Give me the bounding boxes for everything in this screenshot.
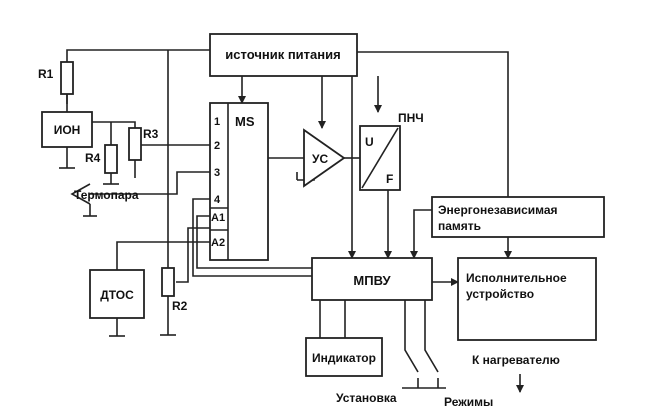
ms-pin-4: 4: [214, 194, 221, 206]
r2-potentiometer: R2: [161, 267, 188, 313]
mpvu-to-indicator: [319, 300, 346, 338]
pin4-loop-wire: [192, 198, 312, 277]
setup-switch: [404, 300, 419, 388]
modes-label: Режимы: [444, 395, 493, 409]
memory-label-line2: память: [438, 219, 481, 233]
r2-label: R2: [172, 299, 188, 313]
mode-switch: [424, 300, 439, 388]
r3-potentiometer: R3: [128, 127, 159, 161]
pnch-label: ПНЧ: [398, 111, 424, 125]
r3-label: R3: [143, 127, 159, 141]
actuator-label-line1: Исполнительное: [466, 271, 567, 285]
ion-label: ИОН: [54, 123, 81, 137]
thermocouple-label: Термопара: [74, 188, 139, 202]
ion-block: ИОН: [41, 111, 93, 148]
power-to-actuator: [357, 51, 512, 259]
memory-label-line1: Энергонезависимая: [438, 203, 558, 217]
a2-dtos-wire: [116, 241, 210, 270]
wires: [59, 49, 524, 393]
pnch-f-label: F: [386, 172, 393, 186]
mpvu-block: МПВУ: [311, 257, 433, 301]
amplifier-label: УС: [312, 152, 328, 166]
indicator-label: Индикатор: [312, 351, 376, 365]
dtos-label: ДТОС: [100, 288, 134, 302]
amplifier-block: УС: [303, 128, 346, 188]
setup-label: Установка: [336, 391, 397, 405]
r1-label: R1: [38, 67, 54, 81]
ms-block: MS 1 2 3 4 A1 A2: [209, 102, 269, 261]
indicator-block: Индикатор: [305, 337, 383, 377]
memory-to-mpvu: [410, 209, 432, 259]
power-source-label: источник питания: [225, 47, 340, 62]
pnch-u-label: U: [365, 135, 374, 149]
mpvu-label: МПВУ: [353, 273, 391, 288]
ms-pin-a2: A2: [211, 237, 225, 249]
thermocouple-wire: [90, 171, 210, 195]
ms-pin-1: 1: [214, 116, 220, 128]
ms-pin-3: 3: [214, 167, 220, 179]
r4-label: R4: [85, 151, 101, 165]
ms-label: MS: [235, 114, 255, 129]
memory-block: Энергонезависимая память: [431, 196, 605, 238]
r1-resistor: R1: [38, 61, 74, 95]
ms-pin-2: 2: [214, 140, 220, 152]
actuator-block: Исполнительное устройство: [457, 257, 597, 341]
thermocouple: Термопара: [70, 183, 139, 205]
r2-wiper-wire: [176, 227, 210, 283]
power-rail-left: [66, 49, 210, 104]
power-source-block: источник питания: [209, 33, 358, 77]
thermocouple-symbol: [70, 183, 91, 205]
dtos-block: ДТОС: [89, 269, 145, 319]
actuator-label-line2: устройство: [466, 287, 534, 301]
r4-resistor: R4: [85, 144, 118, 174]
pnch-block: U F ПНЧ: [359, 111, 424, 191]
ms-pin-a1: A1: [211, 212, 225, 224]
to-heater-label: К нагревателю: [472, 353, 560, 367]
